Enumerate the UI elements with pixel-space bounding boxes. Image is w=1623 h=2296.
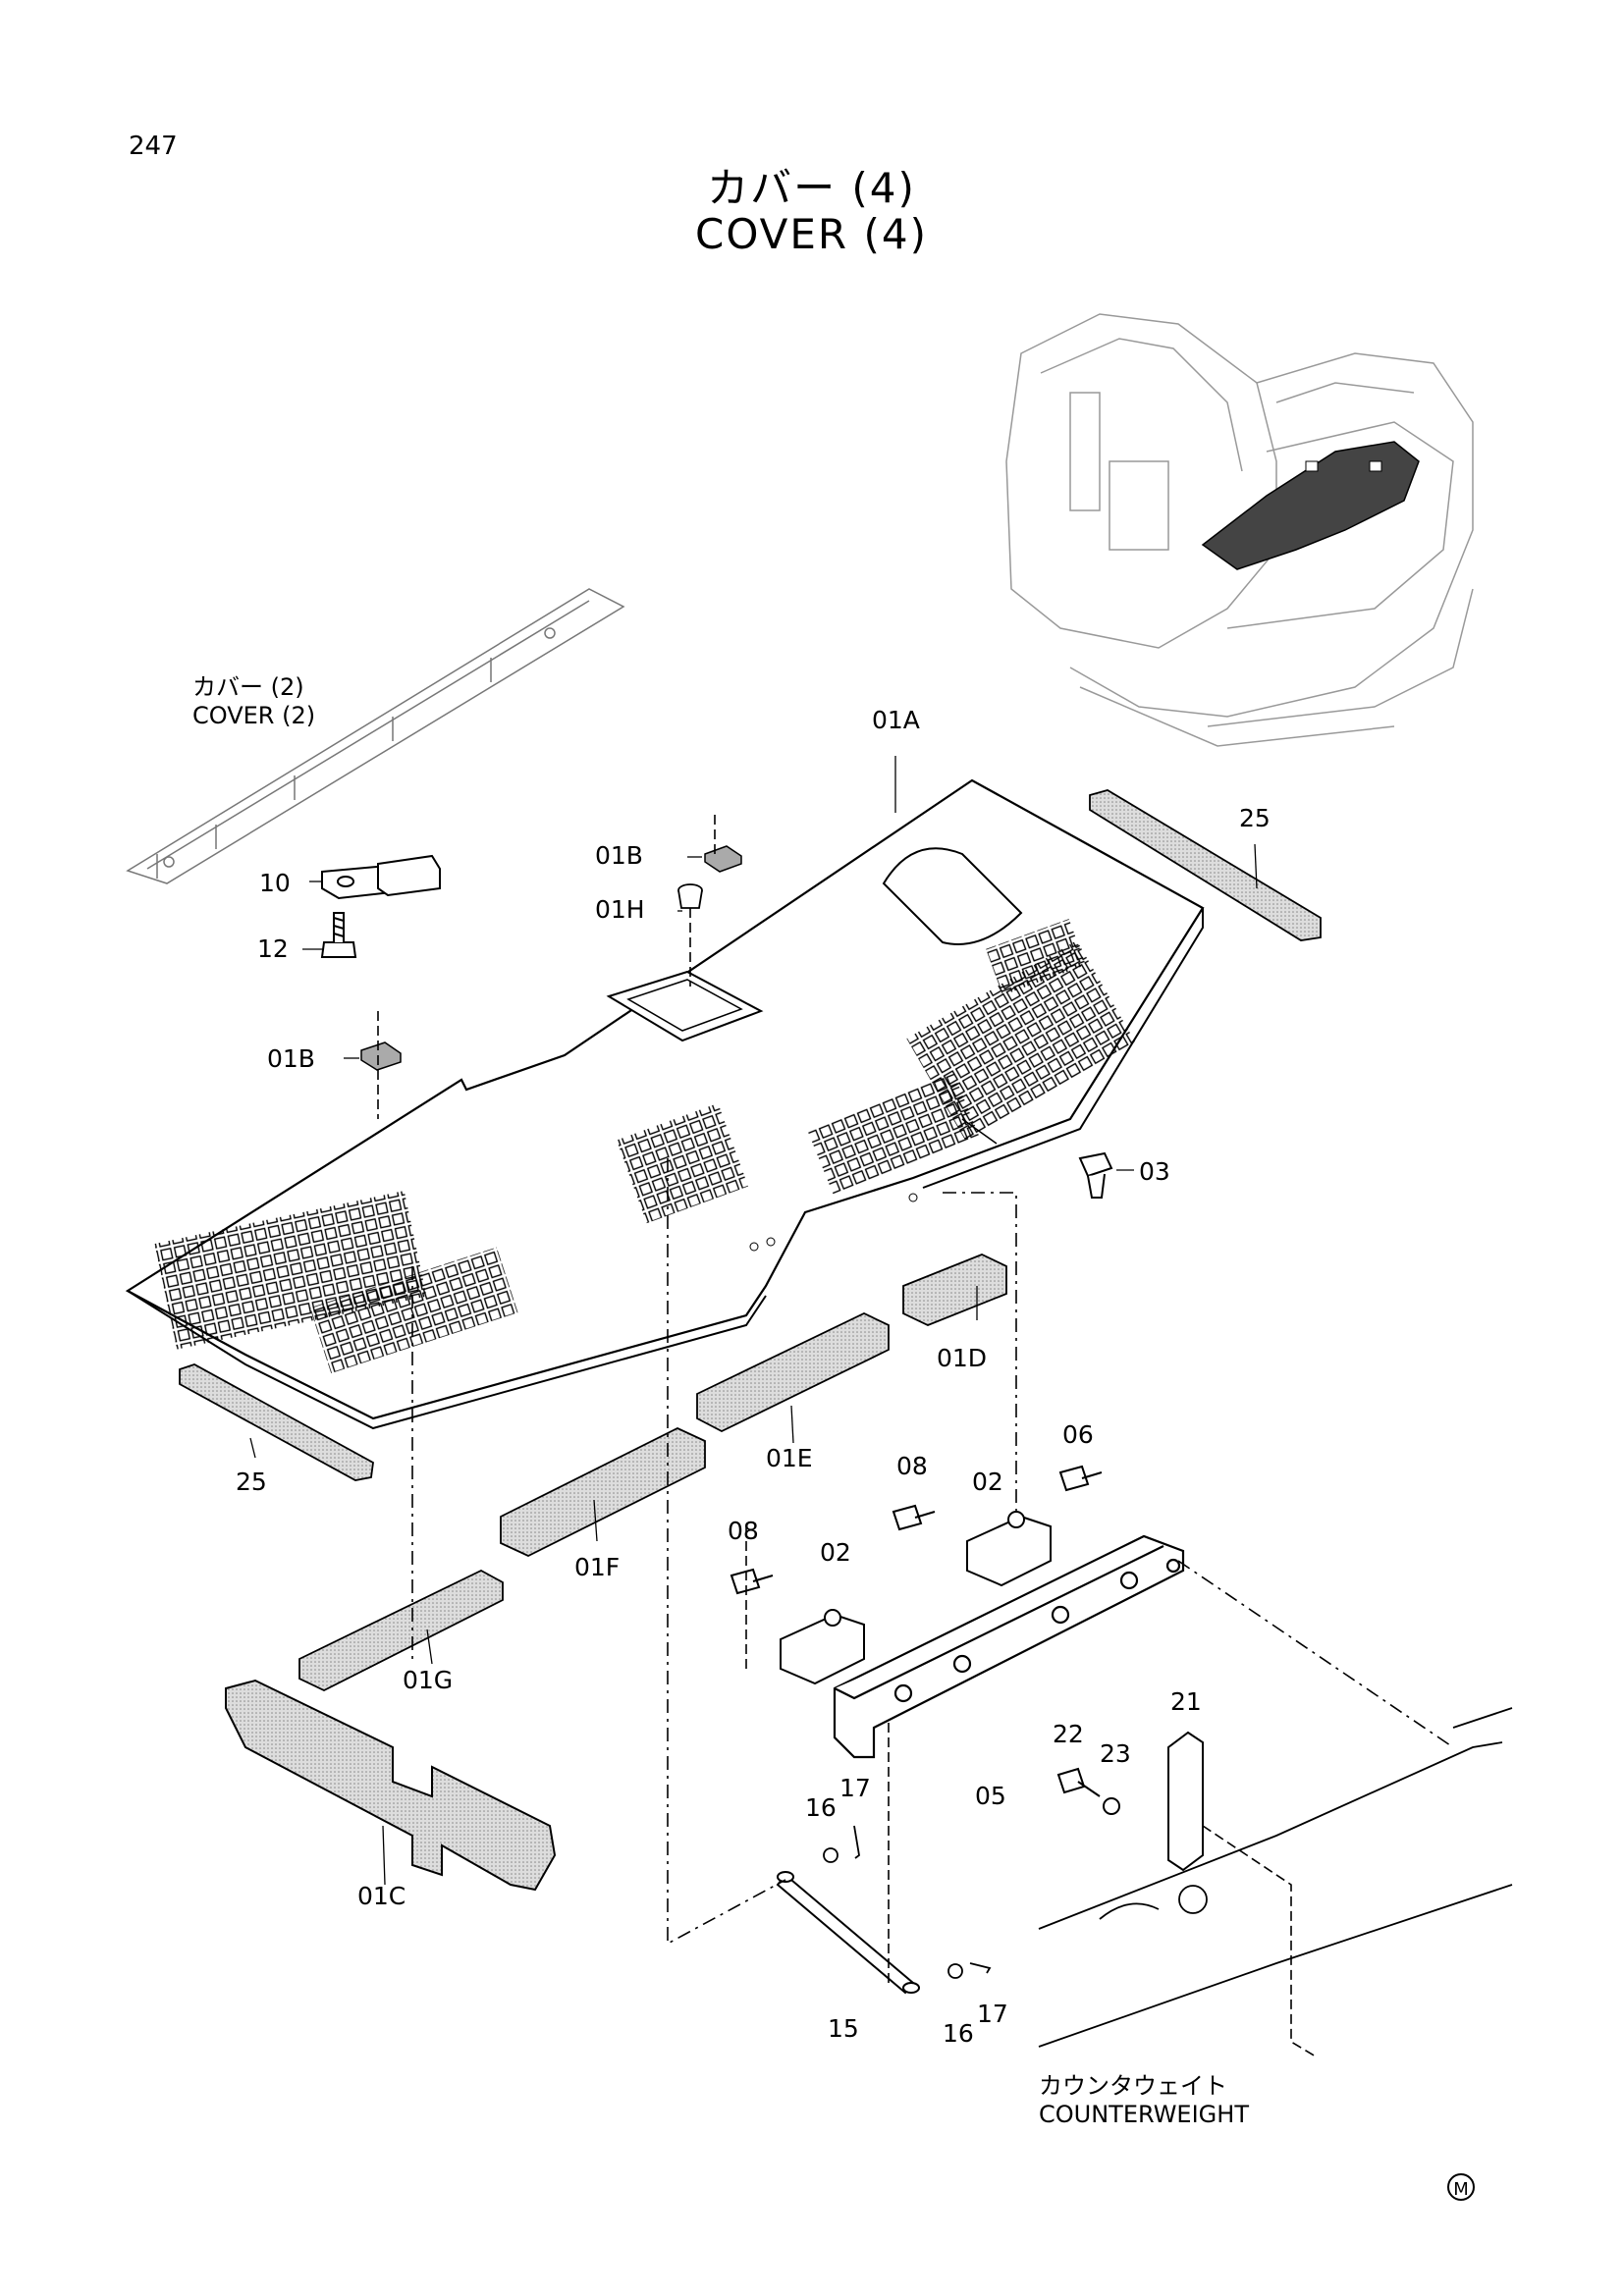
cover2-reference-ja: カバー (2) [192, 673, 304, 701]
pin-15 [776, 1871, 920, 1995]
callout-25-left: 25 [236, 1468, 267, 1496]
strip-25-right [1089, 789, 1322, 941]
callout-08-right: 08 [896, 1452, 928, 1480]
block-01F [500, 1427, 706, 1557]
counterweight-label-en: COUNTERWEIGHT [1039, 2101, 1249, 2128]
counterweight-label-ja: カウンタウェイト [1039, 2072, 1227, 2100]
callout-12: 12 [257, 934, 289, 963]
frame-05 [833, 1534, 1185, 1759]
cover2-reference-rail [126, 588, 625, 884]
callout-23: 23 [1100, 1739, 1131, 1768]
callout-10: 10 [259, 869, 291, 897]
callout-01B-left: 01B [267, 1044, 315, 1073]
callout-01A: 01A [872, 706, 920, 734]
washers-16-clips-17 [823, 1825, 992, 1979]
bolts-06-08 [730, 1465, 1103, 1595]
counterweight-outline [1038, 1707, 1513, 2048]
callout-06: 06 [1062, 1420, 1094, 1449]
screw-12 [320, 912, 357, 958]
page-number: 247 [129, 132, 178, 161]
part-callouts: 01A 01B 01H 01B 25 10 12 03 01D 01E 25 0… [236, 706, 1271, 2048]
screw-03 [1078, 1151, 1113, 1199]
plate-21 [1167, 1731, 1204, 1872]
callout-22: 22 [1053, 1720, 1084, 1748]
callout-17-upper: 17 [839, 1774, 871, 1802]
hinge-02-left [780, 1609, 865, 1685]
block-01G [298, 1569, 504, 1692]
callout-01H: 01H [595, 895, 645, 924]
callout-01G: 01G [403, 1666, 453, 1694]
callout-01D: 01D [937, 1344, 987, 1372]
title-japanese: カバー (4) [707, 164, 916, 212]
bolt-22-washer-23 [1056, 1767, 1120, 1815]
cover2-reference-en: COVER (2) [192, 702, 316, 729]
pad-01B-left [360, 1041, 402, 1071]
callout-25-right: 25 [1239, 804, 1271, 832]
callout-21: 21 [1170, 1687, 1202, 1716]
callout-16-lower: 16 [943, 2019, 974, 2048]
callout-02-right: 02 [972, 1468, 1003, 1496]
highlighted-cover-on-machine [1201, 441, 1420, 570]
hinge-02-right [966, 1511, 1052, 1587]
counterweight-label: カウンタウェイト COUNTERWEIGHT [1039, 2072, 1249, 2129]
callout-05: 05 [975, 1782, 1006, 1810]
main-cover-01A [125, 778, 1205, 1430]
callout-16-upper: 16 [805, 1793, 837, 1822]
block-01E [696, 1312, 890, 1433]
m-mark-letter: M [1453, 2179, 1469, 2200]
callout-03: 03 [1139, 1157, 1170, 1186]
pad-01B-upper [704, 845, 742, 873]
callout-01E: 01E [766, 1444, 813, 1472]
assembly-lines [377, 815, 1454, 2057]
callout-01C: 01C [357, 1882, 406, 1910]
leader-lines [249, 756, 1258, 1886]
title-english: COVER (4) [695, 210, 928, 258]
callout-15: 15 [828, 2014, 859, 2043]
callout-01F: 01F [574, 1553, 620, 1581]
callout-17-lower: 17 [977, 2000, 1008, 2028]
callout-02-left: 02 [820, 1538, 851, 1567]
strip-25-left [179, 1363, 374, 1481]
block-01D [902, 1254, 1007, 1326]
m-mark: M [1447, 2173, 1475, 2201]
cover2-reference: カバー (2) COVER (2) [192, 673, 315, 730]
bracket-10 [321, 854, 441, 900]
callout-08-left: 08 [728, 1517, 759, 1545]
callout-01B-upper: 01B [595, 841, 643, 870]
grommet-01H [677, 883, 703, 909]
excavator-overview [1005, 313, 1474, 747]
block-01C [225, 1679, 557, 1892]
